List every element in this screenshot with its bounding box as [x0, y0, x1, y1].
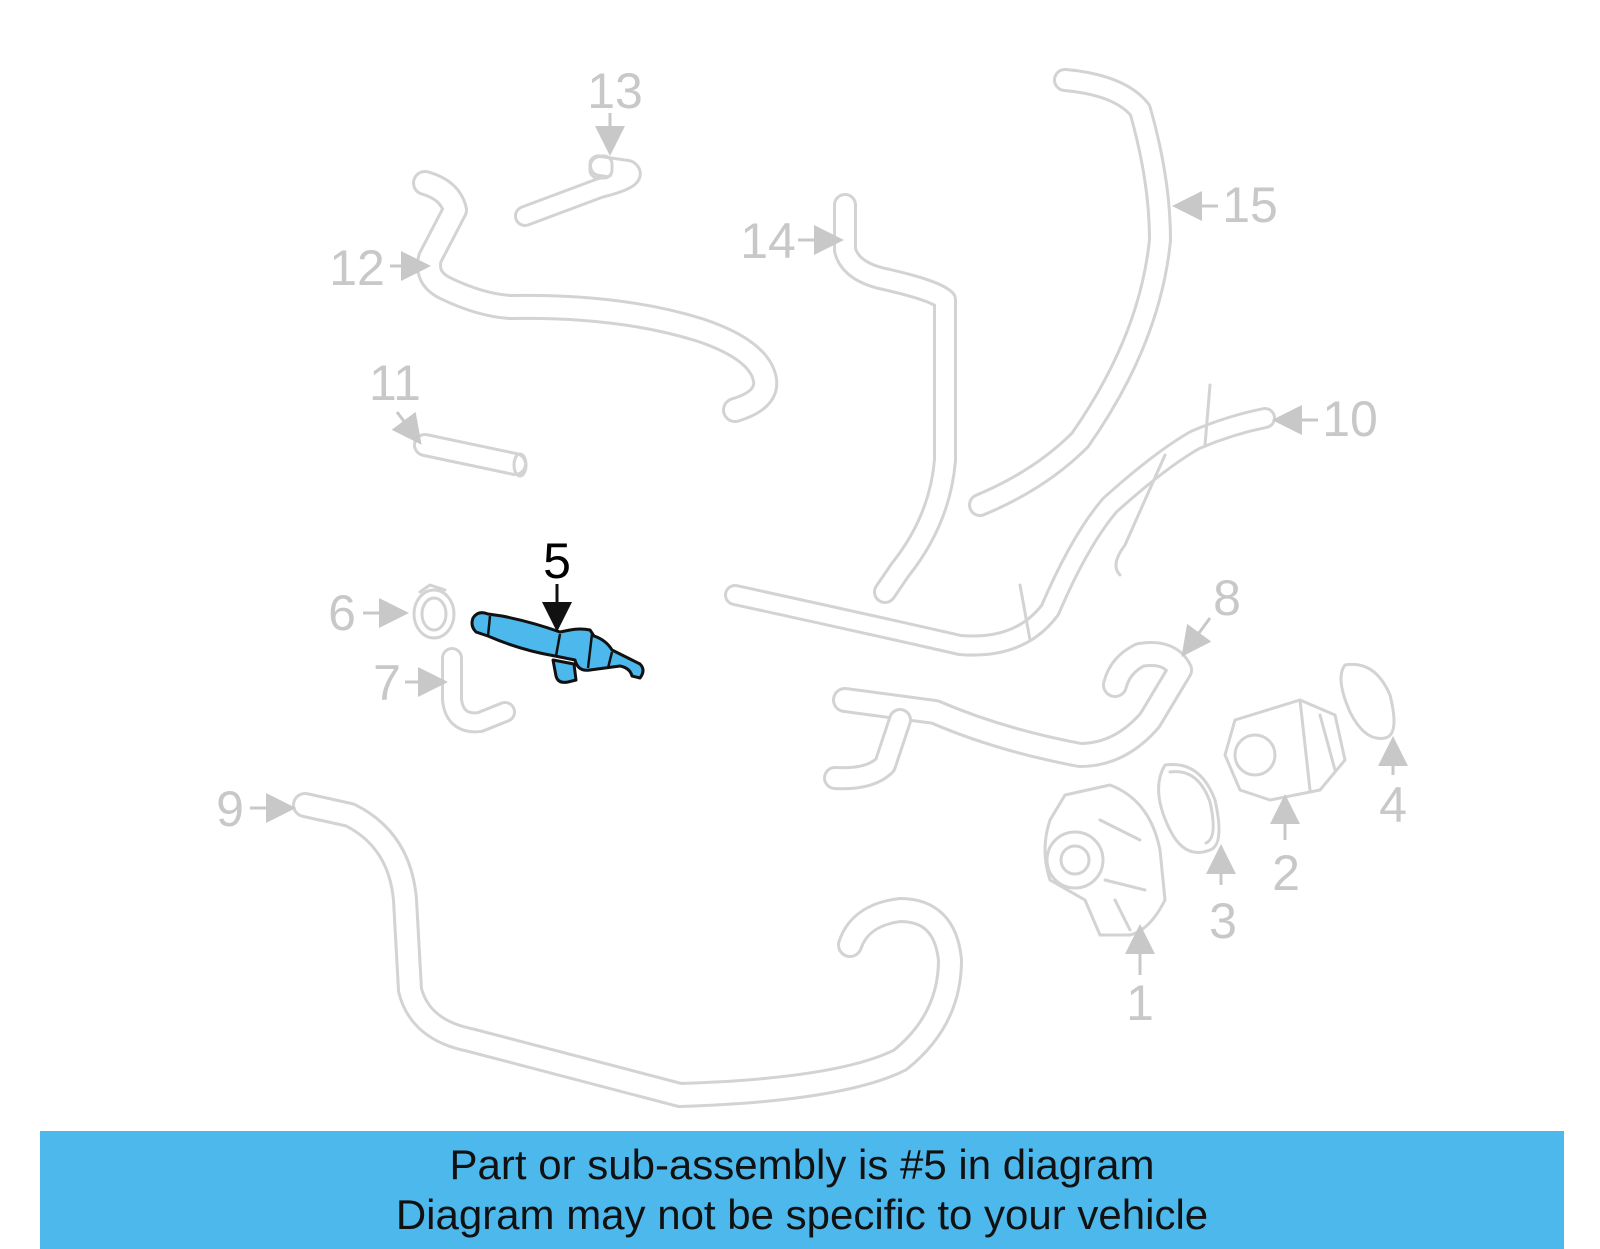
part-10-pipe[interactable] [724, 383, 1276, 657]
banner-line-1: Part or sub-assembly is #5 in diagram [449, 1141, 1155, 1188]
part-1-water-pump[interactable] [1043, 783, 1167, 937]
part-6-clamp[interactable] [412, 583, 456, 640]
callout-2: 2 [1272, 845, 1300, 901]
callout-4: 4 [1379, 777, 1407, 833]
part-7-hose[interactable] [441, 647, 516, 734]
part-14-hose[interactable] [833, 193, 957, 604]
banner-line-2: Diagram may not be specific to your vehi… [395, 1191, 1209, 1238]
part-8-hose[interactable] [823, 641, 1193, 791]
callout-9: 9 [216, 781, 244, 837]
callout-14: 14 [740, 213, 796, 269]
callout-3: 3 [1209, 893, 1237, 949]
callout-13: 13 [587, 63, 643, 119]
leader-lines [250, 113, 1408, 975]
info-banner: Part or sub-assembly is #5 in diagram Di… [40, 1131, 1564, 1249]
callout-11: 11 [369, 355, 421, 411]
callout-labels: 1 2 3 4 5 6 7 8 9 10 11 12 13 14 15 [216, 63, 1407, 1031]
part-12-hose[interactable] [412, 170, 779, 423]
callout-10: 10 [1322, 391, 1378, 447]
part-13-hose[interactable] [514, 154, 642, 227]
callout-1: 1 [1126, 975, 1154, 1031]
callout-15: 15 [1222, 177, 1278, 233]
part-3-gasket[interactable] [1157, 762, 1221, 854]
part-11-tube[interactable] [413, 433, 528, 478]
callout-6: 6 [328, 585, 356, 641]
callout-12: 12 [329, 240, 385, 296]
callout-8: 8 [1213, 570, 1241, 626]
part-4-gasket[interactable] [1339, 662, 1396, 740]
part-5-highlighted[interactable] [470, 611, 645, 684]
part-15-hose[interactable] [968, 68, 1172, 517]
callout-5: 5 [543, 533, 571, 589]
part-9-hose[interactable] [292, 792, 963, 1108]
callout-7: 7 [373, 655, 401, 711]
part-2-housing[interactable] [1223, 698, 1347, 802]
